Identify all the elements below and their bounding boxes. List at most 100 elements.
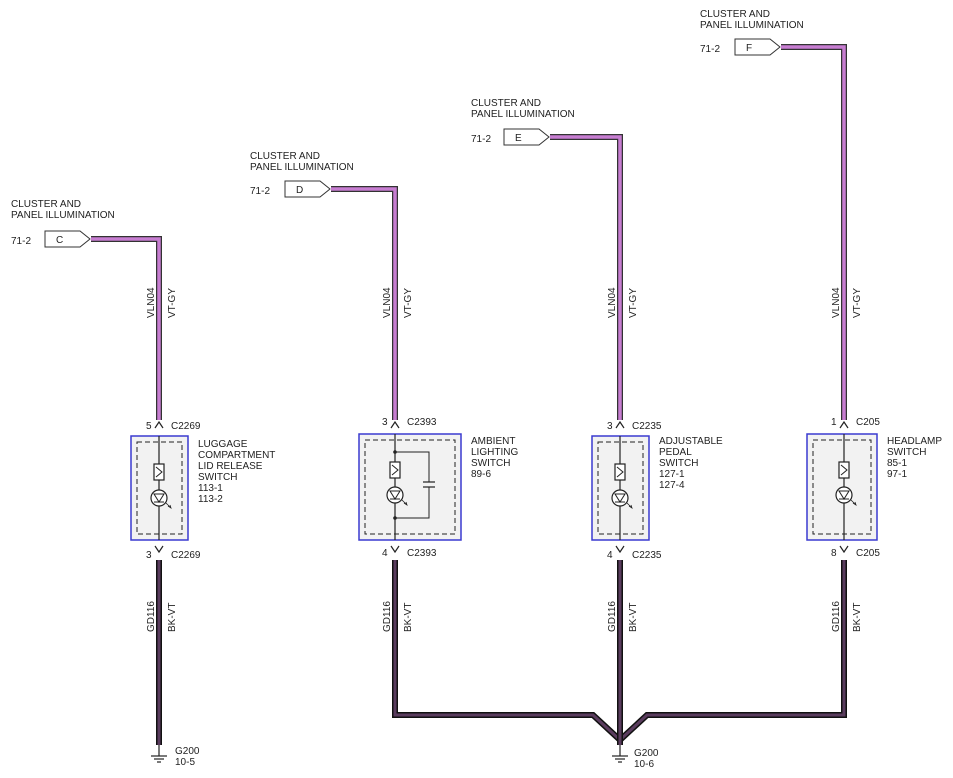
connector-chevron-icon	[839, 420, 849, 429]
bottom-connector-id: C205	[856, 548, 880, 559]
wire-color-label: BK-VT	[403, 603, 414, 632]
bottom-pin-number: 4	[607, 550, 613, 561]
wire-color-label: BK-VT	[852, 603, 863, 632]
bottom-connector-id: C2235	[632, 550, 662, 561]
wire-color-label: VT-GY	[403, 288, 414, 318]
source-page-ref: 71-2	[700, 44, 720, 55]
source-connector-f: CLUSTER AND PANEL ILLUMINATION 71-2 F	[700, 9, 804, 56]
wire-outline	[781, 44, 847, 420]
top-connector-id: C2393	[407, 417, 437, 428]
component-inner-dashed	[364, 439, 456, 535]
component-ref-line: 127-1	[659, 469, 685, 480]
component-name-line: COMPARTMENT	[198, 450, 275, 461]
lower-wire-labels: GD116 BK-VT GD116 BK-VT GD116 BK-VT GD11…	[146, 601, 863, 632]
connector-letter: E	[515, 133, 522, 144]
component-name-line: SWITCH	[659, 458, 698, 469]
wire-color-label: BK-VT	[628, 603, 639, 632]
circuit-label: GD116	[146, 601, 157, 632]
ground-page-ref: 10-5	[175, 757, 195, 768]
circuit-label: GD116	[831, 601, 842, 632]
source-title-line2: PANEL ILLUMINATION	[250, 162, 354, 173]
circuit-label: VLN04	[146, 287, 157, 318]
source-title-line2: PANEL ILLUMINATION	[700, 20, 804, 31]
connector-chevron-icon	[615, 420, 625, 429]
component-ref-line: 127-4	[659, 480, 685, 491]
top-pin-number: 1	[831, 417, 837, 428]
ground-g200-right: G200 10-6	[612, 745, 659, 770]
ground-id: G200	[175, 746, 200, 757]
lower-wires	[156, 560, 847, 745]
circuit-label: VLN04	[382, 287, 393, 318]
circuit-label: GD116	[382, 601, 393, 632]
top-connector-id: C205	[856, 417, 880, 428]
bottom-pin-number: 4	[382, 548, 388, 559]
top-pin-number: 5	[146, 421, 152, 432]
source-title-line1: CLUSTER AND	[700, 9, 770, 20]
wire-vt-gy	[550, 135, 622, 420]
connector-letter: D	[296, 185, 303, 196]
component-name-line: LID RELEASE	[198, 461, 263, 472]
component-headlamp-switch: 1 C205 8 C205 HEADLAMP SWITCH 85-1 97-1	[806, 417, 942, 559]
component-inner-dashed	[136, 441, 183, 535]
wire-color-label: VT-GY	[852, 288, 863, 318]
component-name-line: LUGGAGE	[198, 439, 248, 450]
bottom-connector-id: C2269	[171, 550, 201, 561]
connector-chevron-icon	[154, 545, 164, 554]
connector-chevron-icon	[839, 545, 849, 554]
source-title-line1: CLUSTER AND	[250, 151, 320, 162]
connector-tag-shape	[44, 230, 91, 248]
wire-vt-gy	[331, 187, 397, 420]
component-name-line: SWITCH	[887, 447, 926, 458]
wire-outline	[91, 236, 162, 420]
source-page-ref: 71-2	[11, 236, 31, 247]
bottom-connector-id: C2393	[407, 548, 437, 559]
circuit-label: VLN04	[607, 287, 618, 318]
wire-vt-gy	[91, 237, 161, 420]
component-ref-line: 89-6	[471, 469, 491, 480]
ground-id: G200	[634, 748, 659, 759]
circuit-label: VLN04	[831, 287, 842, 318]
source-page-ref: 71-2	[471, 134, 491, 145]
top-pin-number: 3	[382, 417, 388, 428]
connector-letter: F	[746, 43, 752, 54]
connector-chevron-icon	[615, 545, 625, 554]
source-connector-e: CLUSTER AND PANEL ILLUMINATION 71-2 E	[471, 98, 575, 146]
source-title-line1: CLUSTER AND	[11, 199, 81, 210]
component-name-line: PEDAL	[659, 447, 692, 458]
bottom-pin-number: 3	[146, 550, 152, 561]
component-ref-line: 113-1	[198, 483, 223, 494]
upper-wire-labels: VLN04 VT-GY VLN04 VT-GY VLN04 VT-GY VLN0…	[146, 287, 863, 318]
source-connector-c: CLUSTER AND PANEL ILLUMINATION 71-2 C	[11, 199, 115, 248]
component-name-line: AMBIENT	[471, 436, 515, 447]
component-inner-dashed	[597, 441, 644, 535]
source-title-line2: PANEL ILLUMINATION	[471, 109, 575, 120]
top-pin-number: 3	[607, 421, 613, 432]
component-name-line: SWITCH	[198, 472, 237, 483]
circuit-label: GD116	[607, 601, 618, 632]
ground-page-ref: 10-6	[634, 759, 654, 770]
wire-color-label: VT-GY	[167, 288, 178, 318]
connector-tag-shape	[284, 180, 331, 198]
source-page-ref: 71-2	[250, 186, 270, 197]
connector-chevron-icon	[390, 545, 400, 554]
component-ref-line: 85-1	[887, 458, 907, 469]
component-ambient-lighting-switch: 3 C2393 4 C2393 AMBIENT LIGHTING SWITCH …	[358, 417, 518, 559]
component-luggage-switch: 5 C2269 3 C2269 LUGGAGE COMPARTMENT LID …	[130, 420, 275, 561]
bottom-pin-number: 8	[831, 548, 837, 559]
component-name-line: HEADLAMP	[887, 436, 942, 447]
component-adjustable-pedal-switch: 3 C2235 4 C2235 ADJUSTABLE PEDAL SWITCH …	[591, 420, 723, 561]
component-name-line: LIGHTING	[471, 447, 518, 458]
top-connector-id: C2269	[171, 421, 201, 432]
lamp-led-icon	[835, 486, 853, 504]
source-title-line2: PANEL ILLUMINATION	[11, 210, 115, 221]
source-title-line1: CLUSTER AND	[471, 98, 541, 109]
component-ref-line: 97-1	[887, 469, 907, 480]
ground-g200-left: G200 10-5	[151, 745, 200, 768]
lamp-led-icon	[611, 489, 629, 507]
connector-chevron-icon	[154, 420, 164, 429]
component-name-line: ADJUSTABLE	[659, 436, 723, 447]
upper-wires	[91, 44, 847, 420]
component-box	[358, 433, 462, 541]
lamp-led-icon	[386, 486, 404, 504]
